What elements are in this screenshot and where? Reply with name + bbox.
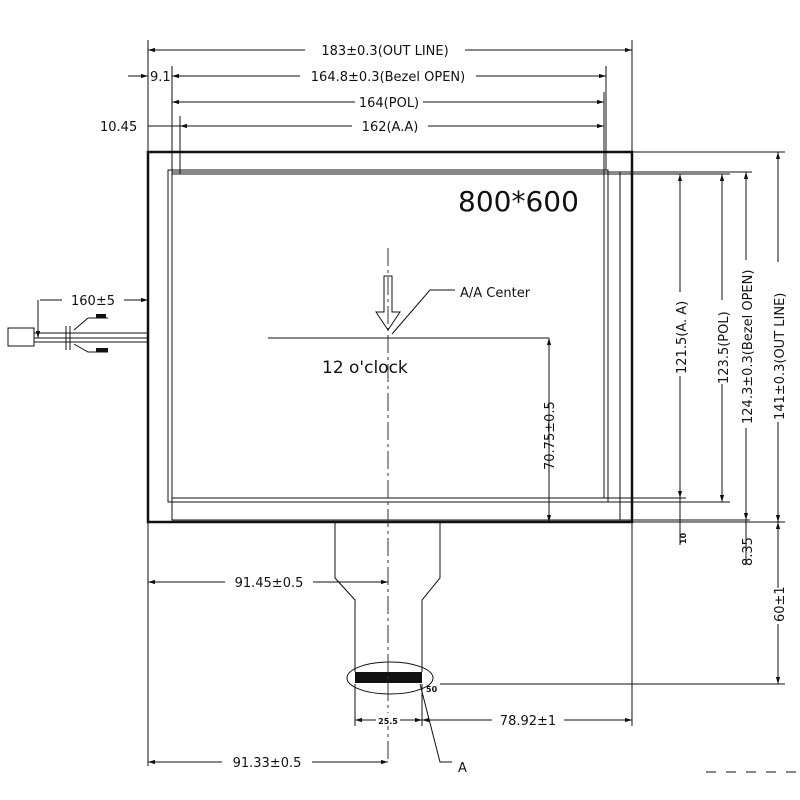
fpc-tail <box>334 522 441 672</box>
dim-center-horizontal: 91.45±0.5 <box>235 576 304 591</box>
dim-left-offset-aa: 10.45 <box>100 120 137 135</box>
pin-label: 50 <box>426 685 438 694</box>
detail-a-ellipse <box>346 661 434 695</box>
detail-label: A <box>458 761 467 776</box>
center-label: A/A Center <box>460 286 531 301</box>
dim-center-vertical: 70.75±0.5 <box>543 401 558 470</box>
dim-left-offset-bezel: 9.1 <box>150 70 171 85</box>
dim-bezel-open-height: 124.3±0.3(Bezel OPEN) <box>741 270 756 424</box>
dim-outline-width: 183±0.3(OUT LINE) <box>321 44 448 59</box>
dim-cable-length: 160±5 <box>71 294 115 309</box>
dim-pol-height: 123.5(POL) <box>717 311 732 384</box>
dim-aa-height: 121.5(A. A) <box>675 301 690 374</box>
center-arrow <box>375 275 401 331</box>
cable-connector <box>7 314 148 353</box>
dim-pol-width: 164(POL) <box>359 96 419 111</box>
resolution-label: 800*600 <box>458 185 579 218</box>
dim-connector-width: 25.5 <box>378 717 398 726</box>
dim-outline-height: 141±0.3(OUT LINE) <box>773 293 788 420</box>
dim-bezel-open-width: 164.8±0.3(Bezel OPEN) <box>311 70 465 85</box>
dim-fpc-length: 60±1 <box>773 586 788 622</box>
dim-fpc-right: 78.92±1 <box>500 714 556 729</box>
dim-bottom-offset-aa: 10 <box>679 532 688 544</box>
dim-aa-width: 162(A.A) <box>362 120 419 135</box>
orientation-label: 12 o'clock <box>322 358 408 378</box>
dim-fpc-center: 91.33±0.5 <box>233 756 302 771</box>
dim-bottom-offset-bezel: 8.35 <box>741 537 756 566</box>
